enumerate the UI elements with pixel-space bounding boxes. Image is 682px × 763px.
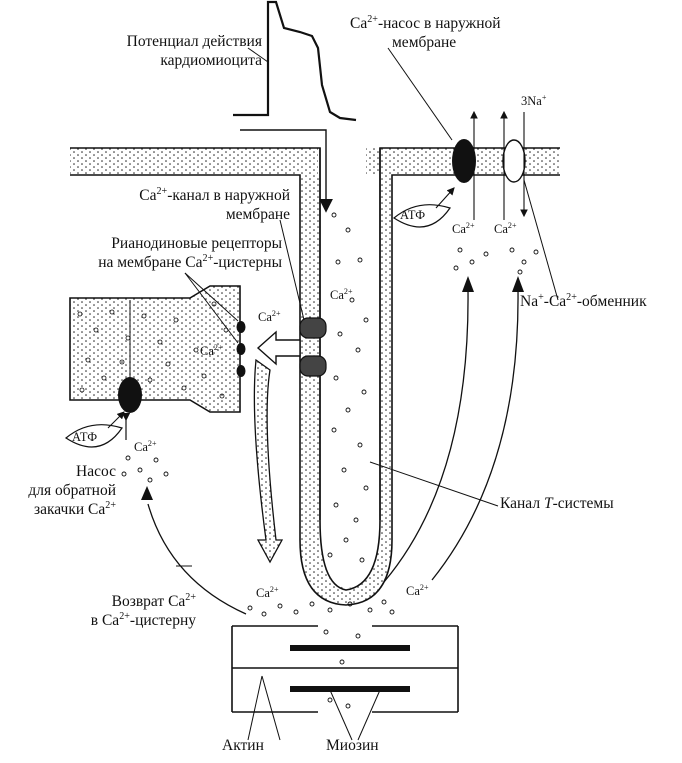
propagation-arrow — [240, 129, 333, 213]
ryanodine-receptors — [236, 321, 246, 377]
return-arrow — [147, 503, 247, 615]
ca-flow-arrow-2 — [431, 289, 519, 581]
label-actin: Актин — [222, 737, 264, 754]
label-exchanger: Na+-Ca2+-обменник — [520, 291, 647, 310]
release-arrow-hollow — [256, 330, 301, 366]
ca-label-sr-pump: Ca2+ — [134, 438, 157, 454]
myosin-filament-lower — [290, 686, 410, 692]
sr-cisterna — [69, 285, 241, 413]
sarcomere-ca-dots — [247, 599, 395, 617]
ca-label-right-2: Ca2+ — [494, 220, 517, 236]
ca-flow-arrow-1 — [383, 289, 469, 583]
na-ca-exchanger — [502, 139, 526, 183]
sr-ca-dots — [77, 301, 229, 399]
label-t-channel: Канал T-системы — [500, 495, 614, 512]
t-tubule-ca-dots — [327, 212, 369, 563]
label-atp-sr: АТФ — [72, 430, 98, 444]
membrane-band-left — [70, 148, 318, 175]
label-three-na: 3Na+ — [521, 92, 547, 108]
ca-label-tubule: Ca2+ — [330, 286, 353, 302]
atp-leaf-sr — [64, 424, 123, 448]
label-pump-outer: Ca2+-насос в наружной мембране — [350, 13, 501, 51]
label-ryanodine: Рианодиновые рецепторы на мембране Ca2+-… — [98, 235, 282, 271]
label-reuptake-pump: Насос для обратной закачки Ca2+ — [28, 463, 116, 518]
reuptake-pump — [118, 377, 142, 413]
ca-label-sarcomere-right: Ca2+ — [406, 582, 429, 598]
label-action-potential: Потенциал действия кардиомиоцита — [126, 33, 262, 69]
action-potential-trace — [233, 0, 357, 122]
ca-label-cisterna: Ca2+ — [200, 342, 223, 358]
cytosol-ca-dots-right — [453, 247, 539, 275]
t-tubule-dotted-wall — [300, 175, 392, 605]
diffusion-arrow-down — [253, 358, 284, 564]
label-channel-outer: Ca2+-канал в наружной мембране — [139, 185, 290, 223]
atp-leaf-outer — [392, 204, 451, 228]
ca-pump-outer — [452, 139, 476, 183]
t-tubule-wall — [304, 175, 372, 580]
ca-channel-lower — [299, 355, 327, 377]
label-myosin: Миозин — [326, 737, 379, 754]
myosin-filament-upper — [290, 645, 410, 651]
label-atp-outer: АТФ — [400, 208, 426, 222]
sr-pump-ca-dots — [121, 455, 169, 483]
ca-label-right-1: Ca2+ — [452, 220, 475, 236]
label-return: Возврат Ca2+ в Ca2+-цистерну — [90, 591, 196, 629]
ca-label-release: Ca2+ — [258, 308, 281, 324]
sarcomere — [231, 625, 459, 713]
ca-label-sarcomere-left: Ca2+ — [256, 584, 279, 600]
ca-channel-upper — [299, 317, 327, 339]
